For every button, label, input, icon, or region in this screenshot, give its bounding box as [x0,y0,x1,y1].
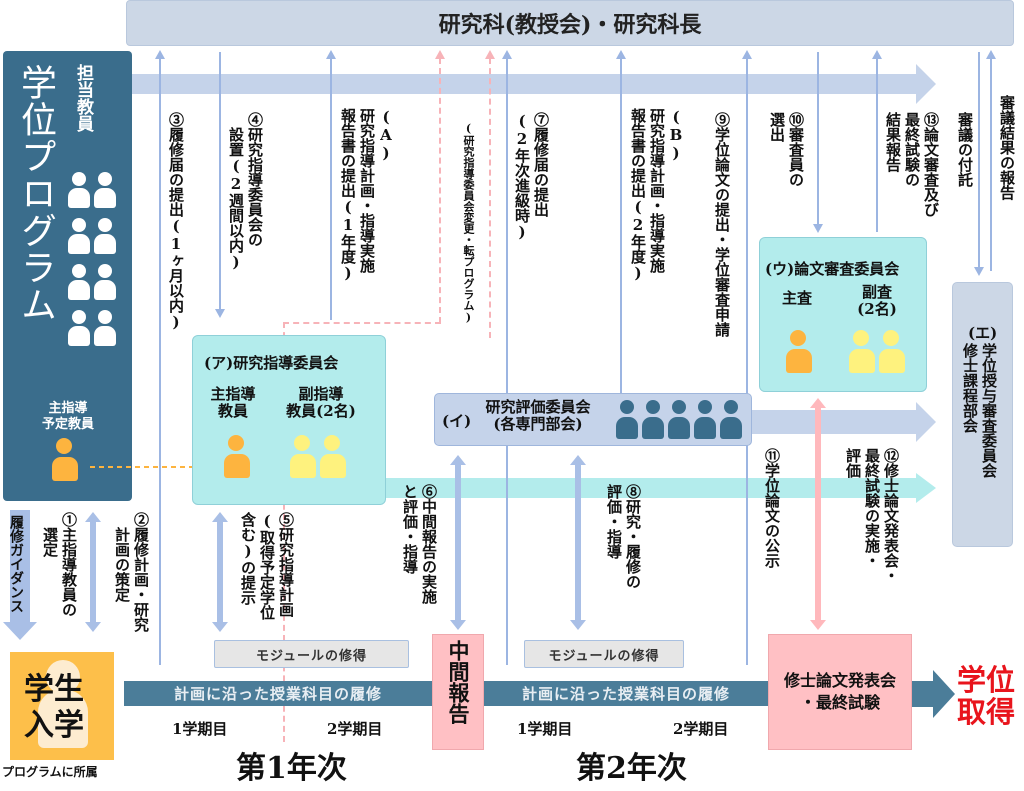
change-dash-1 [439,58,441,323]
arrow-up-icon [326,50,336,59]
student-entry-box [10,652,114,760]
student-entry-label: 学生 入学 [24,672,84,743]
staff-label: 担当教員 [73,64,93,132]
line-step3 [159,55,161,665]
graduate-school-header: 研究科(教授会)・研究科長 [126,0,1014,46]
line-step10 [817,52,819,224]
main-advisor-label: 主指導 予定教員 [41,401,94,432]
change-dash-h [283,322,441,324]
committee-change-text: (研究指導委員会変更・転プログラム) [462,122,475,324]
step11-text: ⑪学位論文の公示 [763,448,781,568]
step4-text: ④研究指導委員会の 設置(2週間以内) [227,112,264,271]
teal-flow-arrow [386,473,936,503]
final-exam-label: 修士論文発表会 ・最終試験 [783,671,896,712]
blue-flow-arrow [752,402,936,442]
staff-icons [67,172,117,352]
arrow-down-icon [813,224,823,233]
line-step9 [746,55,748,665]
arrow-up-icon [986,50,996,59]
committee-e-title: 学位授与審査委員会 修士課程部会 [961,343,998,478]
step1-double-arrow [85,512,101,632]
line-stepB [620,55,622,395]
report-text: 審議結果の報告 [998,95,1016,200]
stepB-text: (B) 研究指導計画・指導実施 報告書の提出(2年度) [629,108,685,282]
committee-e-marker: (エ) [968,324,998,342]
midterm-report-label: 中間報告 [446,640,471,724]
committee-a-sub-label: 副指導 教員(2名) [286,385,356,420]
committee-i-marker: (イ) [442,412,472,430]
committee-a-title: (ア)研究指導委員会 [204,354,339,372]
header-title: 研究科(教授会)・研究科長 [438,12,702,38]
final-arrow [911,670,955,718]
arrow-up-icon [155,50,165,59]
step13-text: ⑬論文審査及び 最終試験の 結果報告 [884,112,940,217]
committee-u-main-label: 主査 [781,289,812,307]
step10-text: ⑩審査員の 選出 [768,112,805,187]
year1-label: 第1年次 [236,751,347,786]
committee-u-title: (ウ)論文審査委員会 [765,260,900,278]
step6-text: ⑥中間報告の実施 と評価・指導 [401,484,438,604]
guidance-arrow [3,510,37,640]
midterm-report-box [432,634,484,750]
step7-text: ⑦履修届の提出 (2年次進級時) [513,112,550,241]
step12-double-arrow [810,398,826,630]
line-entrust [978,52,980,267]
degree-program-box [3,51,132,501]
arrow-up-icon [872,50,882,59]
year2-sem1: 1学期目 [517,720,573,738]
step1-text: ①主指導教員の 選定 [41,512,78,617]
arrow-down-icon [974,267,984,276]
step8-text: ⑧研究・履修の 評価・指導 [605,484,642,589]
entrust-text: 審議の付託 [956,112,974,187]
step8-double-arrow [570,455,586,630]
evaluation-members-icons [615,400,745,442]
program-title: 学位プログラム [15,64,56,323]
arrow-up-icon [485,50,495,59]
step5-double-arrow [212,512,228,632]
line-step13 [876,55,878,232]
committee-a-main-label: 主指導 教員 [210,385,256,420]
change-dash-3 [489,58,491,338]
step9-text: ⑨学位論文の提出・学位審査申請 [713,112,731,337]
line-step7 [506,55,508,665]
stepA-text: (A) 研究指導計画・指導実施 報告書の提出(1年度) [339,108,395,282]
year1-sem1: 1学期目 [172,720,228,738]
committee-i-title: 研究評価委員会 (各専門部会) [485,398,591,433]
degree-acquired-label: 学位 取得 [957,663,1016,729]
arrow-down-icon [215,309,225,318]
top-flow-arrow [126,64,936,104]
line-stepA [330,55,332,320]
committee-u-sub-label: 副査 (2名) [857,283,897,318]
line-step4 [219,52,221,309]
step6-double-arrow [450,455,466,630]
program-affiliation-label: プログラムに所属 [2,765,98,779]
course-bar-year1: 計画に沿った授業科目の履修 [124,681,432,706]
step5-text: ⑤研究指導計画 (取得予定学位 含む)の提示 [239,512,295,620]
course-bar-year2: 計画に沿った授業科目の履修 [484,681,768,706]
step3-text: ③履修届の提出(1ヶ月以内) [167,112,185,331]
arrow-up-icon [742,50,752,59]
step2-text: ②履修計画・研究 計画の策定 [113,512,150,632]
final-exam-box: 修士論文発表会 ・最終試験 [768,634,912,750]
step12-text: ⑫修士論文発表会・ 最終試験の実施・ 評価 [844,448,900,583]
year2-label: 第2年次 [576,751,687,786]
line-report [990,55,992,271]
module-box-year2: モジュールの修得 [524,640,684,668]
module-box-year1: モジュールの修得 [214,640,409,668]
year1-sem2: 2学期目 [327,720,383,738]
arrow-up-icon [502,50,512,59]
change-dash-2 [283,322,285,742]
arrow-up-icon [616,50,626,59]
arrow-up-icon [435,50,445,59]
year2-sem2: 2学期目 [673,720,729,738]
degree-conferral-committee [952,282,1013,547]
guidance-label: 履修ガイダンス [8,515,24,613]
